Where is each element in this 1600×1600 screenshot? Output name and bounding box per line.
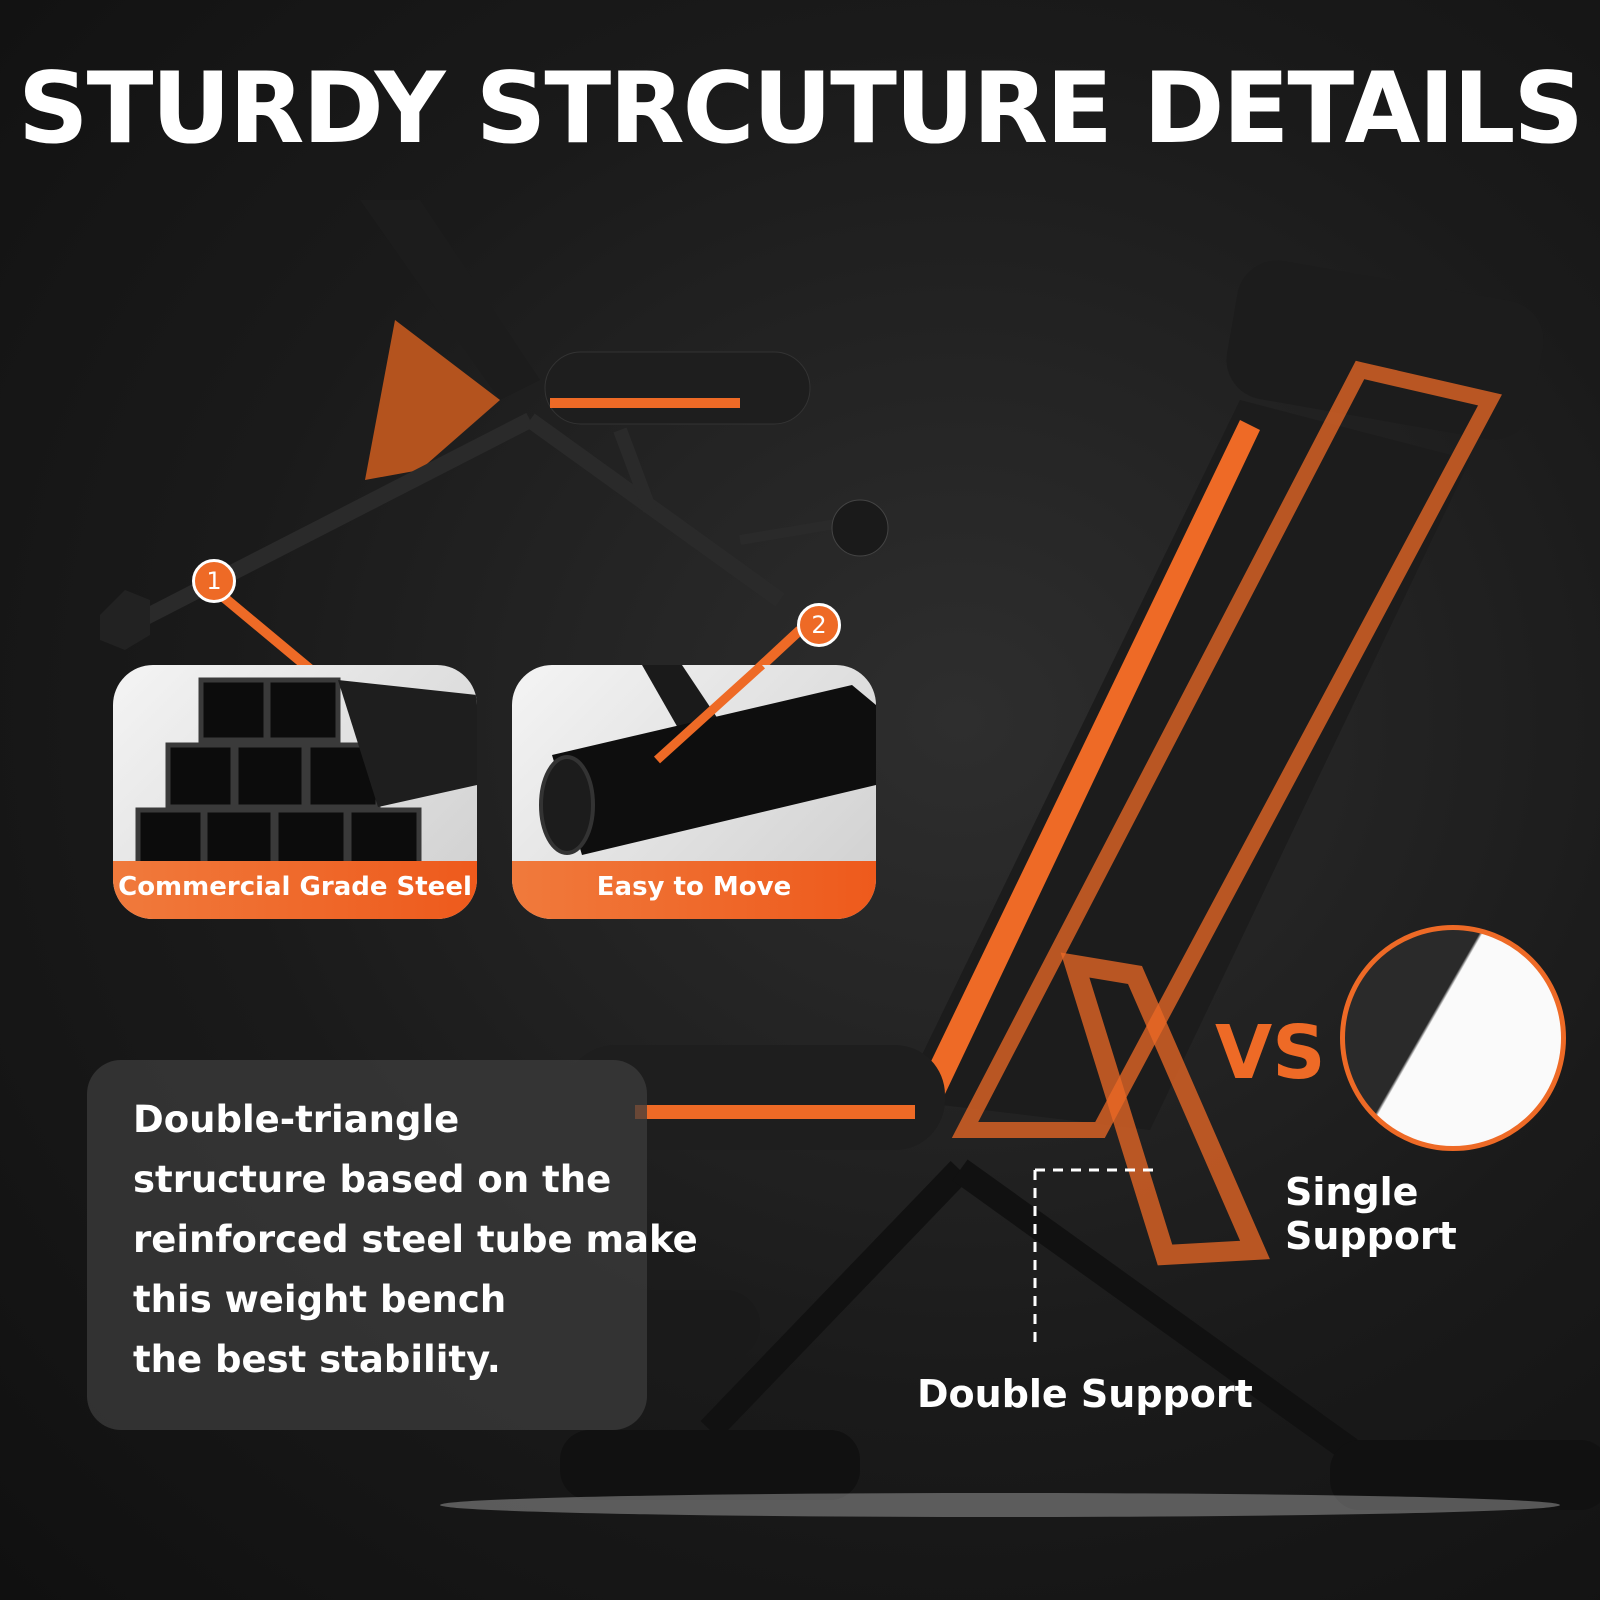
description-line: reinforced steel tube make [133,1218,698,1261]
card-steel: Commercial Grade Steel [113,665,477,919]
steel-tubes-image [135,677,477,873]
double-support-label: Double Support [917,1372,1253,1416]
single-support-image [1340,925,1566,1151]
large-bench-image [440,260,1600,1517]
description-line: structure based on the [133,1158,612,1201]
description-panel [87,1060,647,1430]
description-text: Double-triangle structure based on the r… [133,1090,698,1390]
callout-badge-2: 2 [797,603,841,647]
card-steel-label: Commercial Grade Steel [113,861,477,919]
card-move: Easy to Move [512,665,876,919]
description-line: this weight bench [133,1278,507,1321]
description-line: the best stability. [133,1338,501,1381]
card-move-label: Easy to Move [512,861,876,919]
small-bench-image [100,200,889,764]
single-support-label: Single Support [1285,1170,1457,1258]
vs-label: VS [1215,1010,1326,1096]
page-title: STURDY STRCUTURE DETAILS [18,52,1584,166]
description-line: Double-triangle [133,1098,460,1141]
wheel-tube-image [539,665,876,855]
callout-badge-1: 1 [192,559,236,603]
